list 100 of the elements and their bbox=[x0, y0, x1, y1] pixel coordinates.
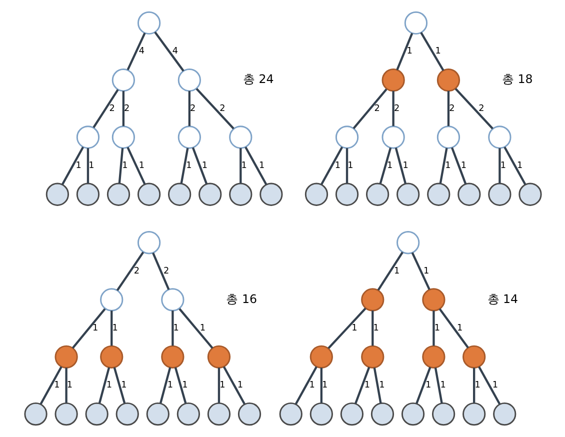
connector bbox=[378, 148, 392, 184]
connector bbox=[503, 146, 526, 185]
connector bbox=[294, 366, 317, 405]
label: 총 16 bbox=[226, 292, 257, 306]
connector bbox=[154, 31, 184, 72]
node-circle bbox=[488, 126, 511, 149]
node-circle bbox=[365, 182, 389, 206]
edge-label: 1 bbox=[424, 380, 431, 391]
edge-label: 1 bbox=[106, 380, 112, 391]
node-circle bbox=[76, 126, 100, 149]
connector bbox=[122, 90, 124, 126]
node-circle bbox=[309, 345, 332, 368]
connector bbox=[86, 148, 89, 184]
edge-label: 1 bbox=[122, 160, 128, 171]
edge-label: 1 bbox=[444, 160, 450, 171]
node-circle bbox=[360, 288, 384, 312]
edge-label: 1 bbox=[240, 160, 246, 171]
connector bbox=[372, 368, 382, 404]
node-circle bbox=[488, 182, 511, 206]
connector bbox=[392, 90, 394, 126]
connector bbox=[126, 32, 146, 70]
edge-label: 1 bbox=[182, 380, 188, 391]
edge-label: 2 bbox=[393, 104, 400, 114]
edge-label: 2 bbox=[162, 266, 169, 276]
edge-label: 1 bbox=[500, 160, 506, 171]
node-circle bbox=[100, 288, 123, 312]
edge-label: 1 bbox=[402, 160, 408, 171]
edge-label: 2 bbox=[374, 104, 380, 114]
node-circle bbox=[136, 11, 160, 35]
connector bbox=[327, 308, 366, 350]
node-circle bbox=[304, 182, 328, 206]
node-circle bbox=[422, 345, 445, 368]
connector bbox=[39, 366, 62, 405]
node-circle bbox=[462, 402, 486, 426]
node-circle bbox=[24, 402, 47, 426]
connector bbox=[432, 310, 434, 346]
connector bbox=[450, 147, 466, 184]
connector bbox=[126, 146, 146, 185]
edge-label: 1 bbox=[219, 380, 225, 391]
node-circle bbox=[431, 402, 455, 426]
connector bbox=[454, 88, 493, 130]
edge-label: 1 bbox=[201, 160, 208, 171]
connector bbox=[345, 148, 348, 184]
edge-label: 1 bbox=[434, 46, 440, 57]
connector bbox=[191, 147, 208, 184]
edge-label: 1 bbox=[364, 380, 370, 391]
connector bbox=[352, 88, 387, 130]
edge-label: 4 bbox=[138, 46, 144, 57]
edge-label: 1 bbox=[378, 380, 384, 391]
connector bbox=[320, 368, 322, 403]
node-circle bbox=[436, 126, 460, 149]
edge-label: 1 bbox=[406, 46, 412, 57]
edge-label: 4 bbox=[172, 46, 178, 57]
node-circle bbox=[334, 182, 358, 206]
node-circle bbox=[176, 402, 200, 426]
edge-label: 1 bbox=[88, 160, 94, 171]
connector bbox=[376, 252, 403, 291]
node-circle bbox=[160, 345, 184, 368]
connector bbox=[438, 308, 468, 348]
edge-label: 1 bbox=[92, 323, 98, 334]
node-circle bbox=[111, 68, 134, 92]
edge-label: 1 bbox=[372, 323, 378, 334]
node-circle bbox=[381, 68, 404, 92]
node-circle bbox=[360, 345, 384, 368]
node-circle bbox=[168, 182, 191, 206]
connector bbox=[98, 367, 110, 404]
edge-label: 1 bbox=[322, 380, 328, 391]
connector bbox=[446, 90, 450, 126]
edge-label: 1 bbox=[351, 323, 357, 334]
edge-label: 1 bbox=[386, 160, 392, 171]
edge-label: 2 bbox=[108, 104, 114, 114]
edge-label: 1 bbox=[422, 266, 429, 276]
node-circle bbox=[54, 345, 78, 368]
node-circle bbox=[426, 182, 450, 206]
connector bbox=[178, 308, 213, 349]
connector bbox=[354, 366, 370, 404]
edge-label: 1 bbox=[172, 323, 178, 334]
node-circle bbox=[340, 402, 364, 426]
node-circle bbox=[160, 288, 184, 312]
node-circle bbox=[198, 182, 222, 206]
connector bbox=[171, 310, 174, 346]
connector bbox=[195, 88, 234, 130]
node-circle bbox=[177, 126, 200, 149]
edge-label: 2 bbox=[124, 104, 130, 114]
edge-label: 1 bbox=[199, 323, 206, 334]
connector bbox=[320, 146, 343, 185]
connector bbox=[239, 148, 242, 184]
connector bbox=[152, 252, 170, 290]
node-circle bbox=[100, 345, 123, 368]
connector bbox=[478, 366, 500, 405]
node-circle bbox=[228, 126, 252, 149]
node-circle bbox=[106, 182, 130, 206]
connector bbox=[188, 90, 190, 126]
edge-label: 2 bbox=[133, 266, 140, 276]
edge-label: 1 bbox=[347, 160, 353, 171]
node-circle bbox=[396, 182, 420, 206]
node-circle bbox=[462, 345, 486, 368]
node-circle bbox=[278, 402, 302, 426]
node-circle bbox=[177, 68, 200, 92]
node-circle bbox=[457, 182, 480, 206]
